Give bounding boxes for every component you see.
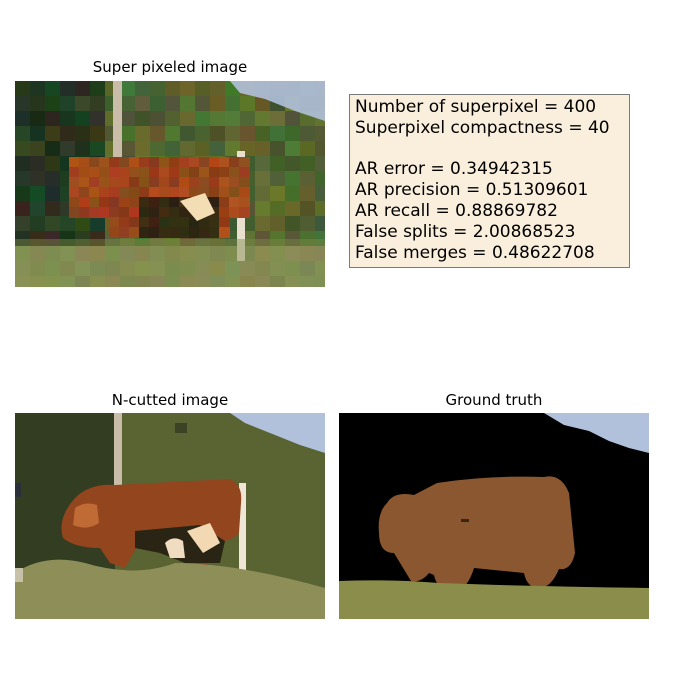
- stats-spacer: [355, 139, 629, 160]
- ncut-image-art: [15, 413, 325, 619]
- ground-truth-image: [339, 413, 649, 619]
- stat-false-merges: False merges = 0.48622708: [355, 242, 595, 263]
- stat-ar-precision: AR precision = 0.51309601: [355, 180, 589, 201]
- stat-superpixel-count: Number of superpixel = 400: [355, 97, 597, 117]
- superpixel-image: [15, 81, 325, 287]
- stat-compactness: Superpixel compactness = 40: [355, 117, 610, 138]
- stat-ar-recall: AR recall = 0.88869782: [355, 200, 558, 221]
- superpixel-cow: [69, 157, 250, 238]
- ground-truth-image-art: [339, 413, 649, 619]
- ground-truth-title: Ground truth: [445, 391, 543, 409]
- ncut-image: [15, 413, 325, 619]
- ncut-title: N-cutted image: [111, 391, 229, 409]
- superpixel-title: Super pixeled image: [92, 58, 248, 76]
- stat-false-splits: False splits = 2.00868523: [355, 221, 576, 242]
- stat-ar-error: AR error = 0.34942315: [355, 159, 553, 180]
- superpixel-image-art: [15, 81, 325, 287]
- stats-box: Number of superpixel = 400 Superpixel co…: [349, 94, 630, 268]
